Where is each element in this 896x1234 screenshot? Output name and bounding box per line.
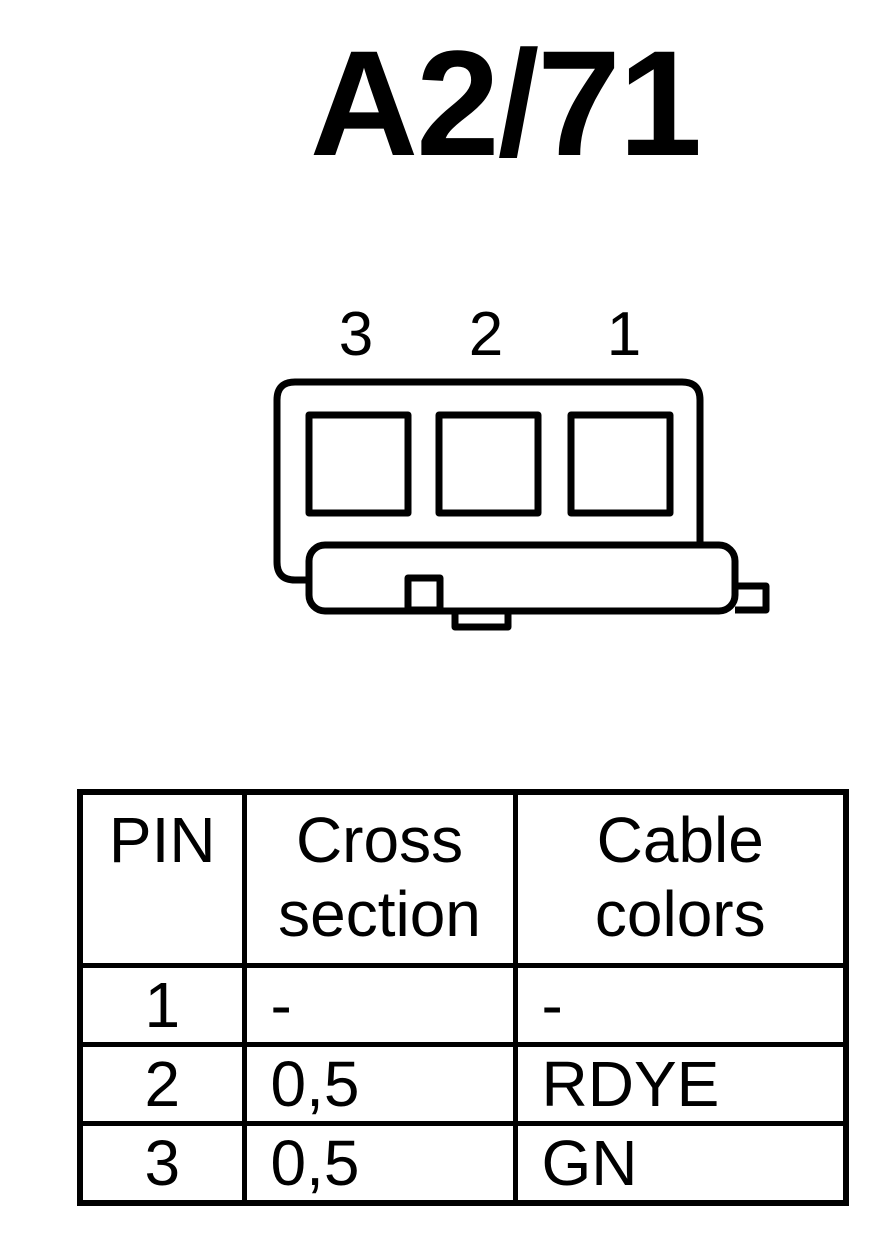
connector-latch-tab: [404, 574, 444, 614]
pin-cavity-2: [435, 411, 542, 517]
cell-cross-section: 0,5: [241, 1121, 518, 1206]
cell-cross-section: 0,5: [241, 1042, 518, 1126]
table-row: 2 0,5 RDYE: [77, 1042, 849, 1126]
connector-bottom-key: [451, 611, 512, 631]
header-pin: PIN: [77, 789, 247, 968]
connector-title: A2/71: [309, 19, 702, 187]
cell-pin: 3: [77, 1121, 247, 1206]
connector-latch-body: [305, 541, 739, 615]
cell-pin: 2: [77, 1042, 247, 1126]
connector-housing-outline: [273, 378, 704, 584]
connector-side-clip: [735, 582, 770, 614]
table-row: 1 - -: [77, 963, 849, 1047]
pin-number-label-1: 1: [606, 300, 642, 369]
pin-cavity-1: [567, 411, 674, 517]
pin-cavity-3: [305, 411, 412, 517]
table-row: 3 0,5 GN: [77, 1121, 849, 1206]
cell-pin: 1: [77, 963, 247, 1047]
cell-cable-color: -: [512, 963, 849, 1047]
cell-cable-color: RDYE: [512, 1042, 849, 1126]
cell-cable-color: GN: [512, 1121, 849, 1206]
pin-number-label-2: 2: [468, 300, 504, 369]
connector-diagram: [273, 378, 770, 631]
cell-cross-section: -: [241, 963, 518, 1047]
pin-number-label-3: 3: [338, 300, 374, 369]
